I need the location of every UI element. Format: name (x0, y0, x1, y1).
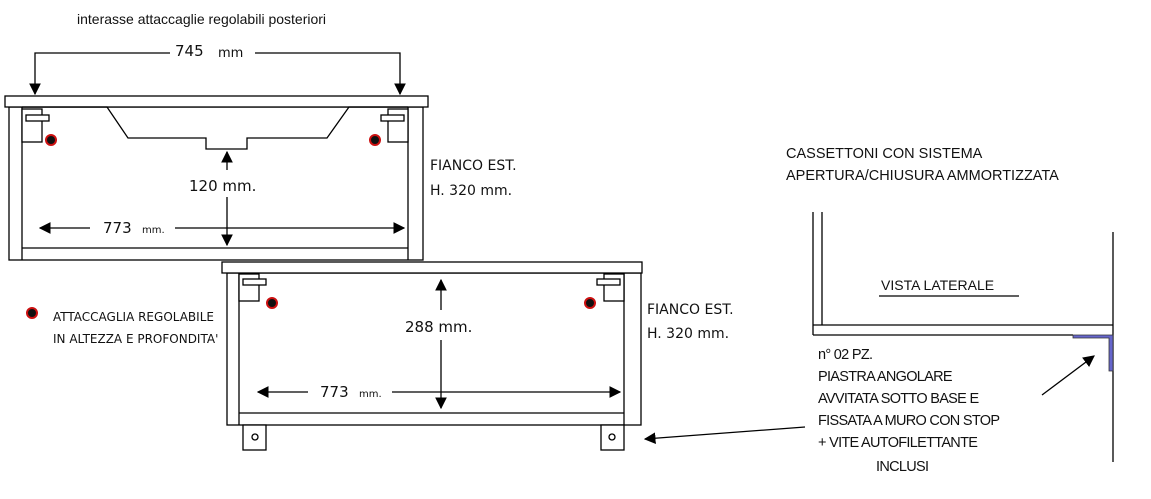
side-view-label: VISTA LATERALE (881, 277, 994, 293)
adjustable-hanger-dot (584, 297, 596, 309)
bottom-width-dim: 773 (320, 383, 349, 401)
note-line: INCLUSI (876, 459, 928, 475)
legend-dot-icon (26, 307, 38, 319)
top-side-height: H. 320 mm. (430, 183, 512, 199)
top-label: interasse attaccaglie regolabili posteri… (77, 11, 326, 27)
side-view-title-1: CASSETTONI CON SISTEMA (786, 146, 983, 162)
adjustable-hanger-dot (45, 134, 57, 146)
top-height-dim: 120 mm. (189, 177, 256, 195)
top-width-unit: mm. (142, 225, 165, 236)
bottom-side-height: H. 320 mm. (647, 326, 729, 342)
foot (600, 424, 625, 451)
adjustable-hanger-dot (266, 297, 278, 309)
bottom-height-dim: 288 mm. (405, 318, 472, 336)
side-view-title-2: APERTURA/CHIUSURA AMMORTIZZATA (786, 168, 1059, 184)
side-view-drawing: VISTA LATERALE (812, 212, 1114, 462)
corner-bracket (1072, 334, 1114, 372)
legend-line-2: IN ALTEZZA E PROFONDITA' (53, 332, 218, 346)
bottom-width-unit: mm. (359, 389, 382, 400)
bracket-notes: n° 02 PZ. PIASTRA ANGOLARE AVVITATA SOTT… (818, 347, 1000, 475)
top-cabinet: 120 mm. 773 mm. (4, 95, 429, 261)
bottom-side-label: FIANCO EST. (647, 302, 734, 318)
interaxis-value: 745 (175, 42, 204, 60)
note-line: FISSATA A MURO CON STOP (818, 413, 999, 429)
top-width-dim: 773 (103, 219, 132, 237)
interaxis-dimension: 745 mm (29, 42, 406, 96)
bottom-cabinet: 288 mm. 773 mm. (221, 261, 643, 451)
foot (242, 424, 267, 451)
note-line: PIASTRA ANGOLARE (818, 369, 953, 385)
interaxis-unit: mm (218, 46, 243, 61)
adjustable-hanger-dot (369, 134, 381, 146)
top-side-label: FIANCO EST. (430, 158, 517, 174)
note-line: AVVITATA SOTTO BASE E (818, 391, 979, 407)
pointer-arrow (643, 426, 806, 445)
note-line: n° 02 PZ. (818, 347, 872, 363)
note-line: + VITE AUTOFILETTANTE (818, 435, 978, 451)
legend-line-1: ATTACCAGLIA REGOLABILE (53, 310, 214, 324)
